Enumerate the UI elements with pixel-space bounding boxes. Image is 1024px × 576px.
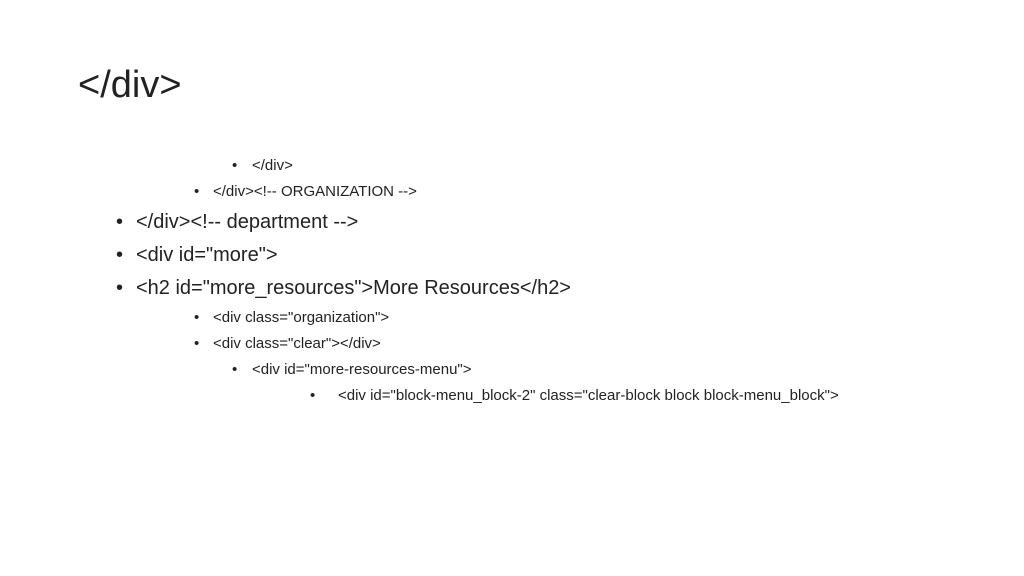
bullet-icon: • [232, 361, 238, 378]
bullet-text: <div id="more-resources-menu"> [252, 361, 472, 378]
bullet-icon: • [310, 387, 316, 404]
list-item: • <div class="organization"> [194, 309, 389, 327]
list-item: • <div id="block-menu_block-2" class="cle… [310, 387, 839, 405]
bullet-icon: • [194, 183, 200, 200]
list-item: • <h2 id="more_resources">More Resources<… [116, 276, 571, 300]
bullet-icon: • [116, 277, 124, 299]
bullet-text: <div class="organization"> [213, 309, 390, 326]
bullet-text: <h2 id="more_resources">More Resources</… [136, 277, 571, 299]
list-item: • </div> [232, 157, 293, 175]
bullet-text: </div><!-- ORGANIZATION --> [213, 183, 417, 200]
list-item: • <div id="more"> [116, 243, 278, 267]
list-item: • </div><!-- ORGANIZATION --> [194, 183, 417, 201]
bullet-text: <div class="clear"></div> [213, 335, 381, 352]
list-item: • <div id="more-resources-menu"> [232, 361, 472, 379]
bullet-icon: • [232, 157, 238, 174]
list-item: • <div class="clear"></div> [194, 335, 381, 353]
bullet-text: <div id="block-menu_block-2" class="clea… [338, 387, 839, 404]
bullet-icon: • [194, 335, 200, 352]
list-item: • </div><!-- department --> [116, 210, 358, 234]
bullet-icon: • [116, 244, 124, 266]
bullet-icon: • [194, 309, 200, 326]
slide-title: </div> [78, 64, 182, 106]
bullet-icon: • [116, 211, 124, 233]
bullet-text: </div> [252, 157, 293, 174]
bullet-text: </div><!-- department --> [136, 211, 359, 233]
bullet-text: <div id="more"> [136, 244, 278, 266]
